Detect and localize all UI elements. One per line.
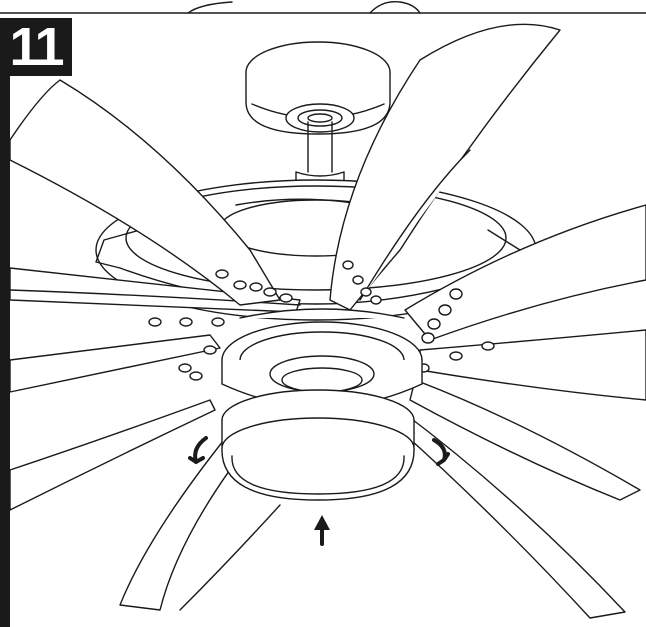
push-up-arrow-icon xyxy=(314,515,330,546)
mounting-ring xyxy=(221,308,423,408)
canopy xyxy=(245,41,391,135)
left-margin-bar xyxy=(0,76,10,627)
rotate-ccw-arrow-icon xyxy=(188,436,208,464)
light-kit-cover xyxy=(221,389,415,501)
previous-step-fragment xyxy=(369,1,421,14)
fan-blades xyxy=(9,23,646,619)
blade-rivets xyxy=(148,260,495,381)
rotate-cw-arrow-icon xyxy=(432,438,450,466)
step-number: 11 xyxy=(0,18,72,76)
previous-step-fragment xyxy=(187,1,233,14)
